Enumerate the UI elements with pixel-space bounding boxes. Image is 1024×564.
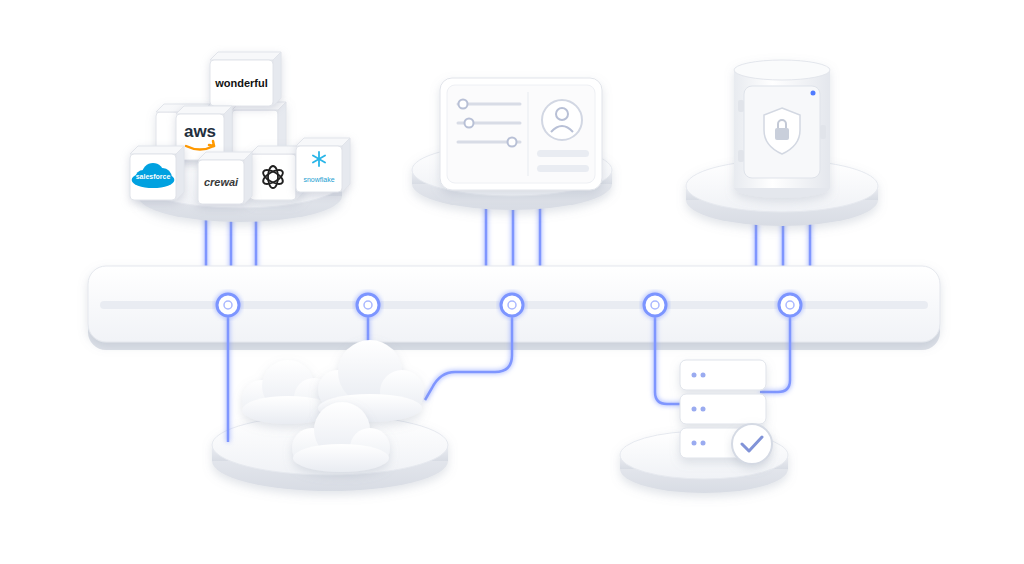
cube-shape: [296, 138, 350, 192]
server-lights: [692, 373, 706, 446]
cube-top: [198, 152, 252, 160]
logo-cube: crewai: [198, 152, 252, 204]
cube-side: [244, 152, 252, 204]
cube-side: [176, 146, 184, 200]
cube-top: [296, 138, 350, 146]
cube-side: [342, 138, 350, 192]
cube-front: [210, 60, 273, 106]
logo-cube: salesforce: [130, 146, 184, 200]
logo-text: salesforce: [136, 173, 171, 181]
cube-face: snowflake: [296, 146, 342, 192]
cube-shape: [130, 146, 184, 200]
bus-port-core: [224, 301, 794, 309]
cube-face: aws: [176, 114, 224, 160]
snowflake-icon: [313, 152, 325, 166]
cube-face: crewai: [198, 160, 244, 204]
logo-cube: aws: [176, 106, 232, 160]
cube-front: [296, 146, 342, 192]
logo-cube: wonderful: [210, 52, 281, 106]
cube-top: [210, 52, 281, 60]
check-badge: [732, 424, 772, 464]
brand-cloud: [132, 163, 175, 188]
logo-cube: snowflake: [296, 138, 350, 192]
settings-card: [440, 78, 602, 190]
cloud-icon: [292, 402, 390, 472]
bottom-wires: [228, 317, 790, 442]
bus-bar: [88, 266, 940, 350]
bus-port: [217, 294, 801, 316]
vault-door: [738, 86, 826, 178]
smile-arrow: [186, 141, 214, 150]
cube-top: [130, 146, 184, 154]
cube-face: salesforce: [130, 154, 176, 200]
logo-text: aws: [184, 123, 216, 142]
openai-logo: [261, 166, 285, 188]
vault-safe: [734, 60, 830, 198]
logo-text: crewai: [204, 176, 238, 188]
cube-front: [198, 160, 244, 204]
cube-side: [273, 52, 281, 106]
logo-text: snowflake: [303, 176, 334, 184]
cube-face: wonderful: [210, 60, 273, 106]
logo-text: wonderful: [215, 77, 268, 89]
cube-front: [130, 154, 176, 200]
cube-top: [176, 106, 232, 114]
